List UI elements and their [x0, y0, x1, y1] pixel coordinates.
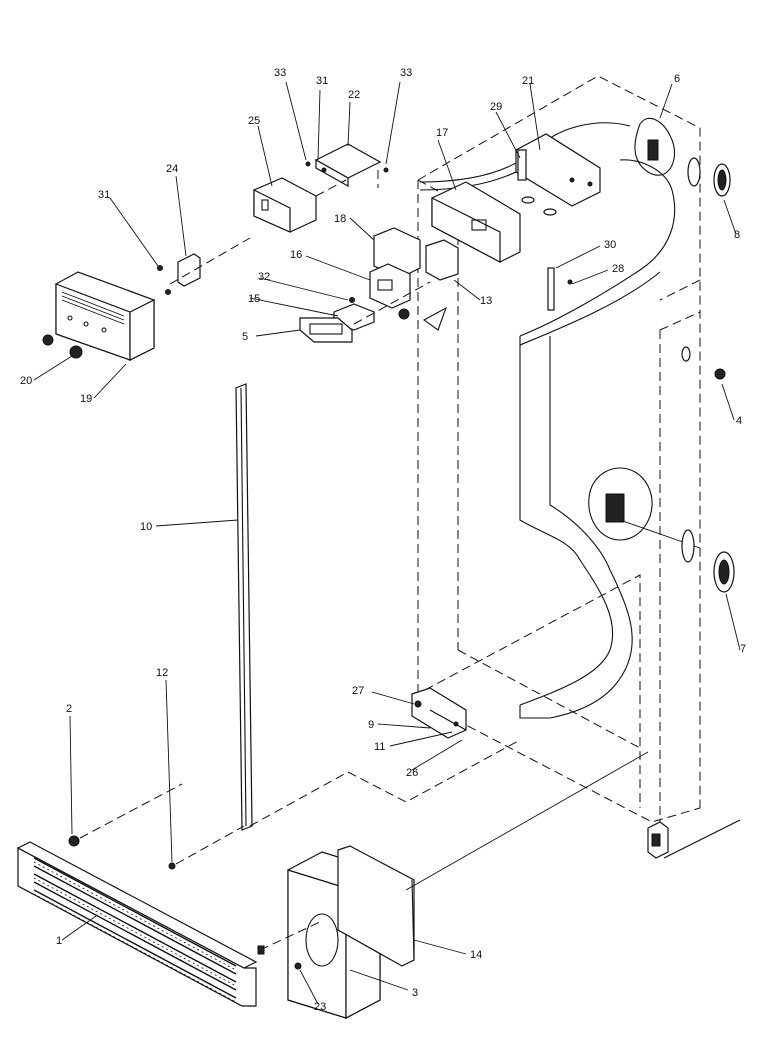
switch-assembly [299, 227, 459, 343]
part-30 [547, 267, 573, 311]
callout-32: 32 [258, 271, 270, 283]
control-housing [55, 271, 155, 361]
part-4 [681, 346, 726, 380]
cover-plate [337, 751, 649, 967]
mullion-strip [235, 383, 521, 831]
callout-30: 30 [604, 239, 616, 251]
screw-23 [257, 921, 321, 970]
callout-3: 3 [412, 987, 418, 999]
callout-33a: 33 [274, 67, 286, 79]
callout-5: 5 [242, 331, 248, 343]
callout-labels: 33 31 22 33 25 24 31 17 29 21 6 8 18 16 … [20, 67, 746, 1013]
kickplate-grille [16, 841, 258, 1007]
callout-33b: 33 [400, 67, 412, 79]
dispenser-housing-17 [431, 181, 521, 263]
bracket-21 [515, 133, 601, 207]
callout-23: 23 [314, 1001, 326, 1013]
callout-19: 19 [80, 393, 92, 405]
leader-lines [33, 81, 741, 1005]
part-29 [517, 149, 557, 216]
callout-17: 17 [436, 127, 448, 139]
callout-18: 18 [334, 213, 346, 225]
callout-15: 15 [248, 293, 260, 305]
knob-20 [42, 334, 83, 359]
callout-1: 1 [56, 935, 62, 947]
hinge-6 [634, 117, 731, 197]
callout-22: 22 [348, 89, 360, 101]
callout-11: 11 [374, 741, 385, 753]
callout-2: 2 [66, 703, 72, 715]
callout-31a: 31 [98, 189, 110, 201]
callout-14: 14 [470, 949, 482, 961]
bracket-22 [305, 143, 389, 197]
callout-8: 8 [734, 229, 740, 241]
callout-20: 20 [20, 375, 32, 387]
callout-4: 4 [736, 415, 742, 427]
callout-7: 7 [740, 643, 746, 655]
screw-12 [168, 825, 245, 870]
screw-2 [68, 783, 183, 847]
callout-12: 12 [156, 667, 168, 679]
bottom-hinge [647, 821, 669, 859]
callout-10: 10 [140, 521, 152, 533]
callout-9: 9 [368, 719, 374, 731]
callout-6: 6 [674, 73, 680, 85]
callout-21: 21 [522, 75, 534, 87]
housing-25 [253, 177, 317, 233]
callout-24: 24 [166, 163, 178, 175]
callout-26: 26 [406, 767, 418, 779]
bracket-24 [157, 237, 251, 295]
callout-25: 25 [248, 115, 260, 127]
lower-bracket [411, 687, 467, 739]
callout-16: 16 [290, 249, 302, 261]
callout-29: 29 [490, 101, 502, 113]
callout-31b: 31 [316, 75, 328, 87]
callout-27: 27 [352, 685, 364, 697]
callout-28: 28 [612, 263, 624, 275]
hinge-7 [588, 467, 735, 593]
callout-13: 13 [480, 295, 492, 307]
